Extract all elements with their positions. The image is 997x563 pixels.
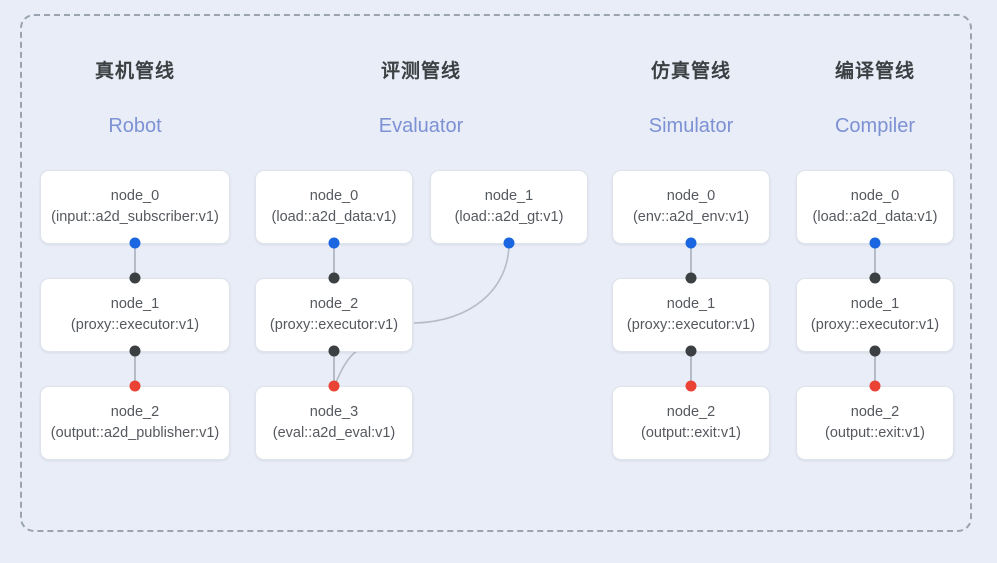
node-name: node_2 [850,404,900,420]
node-box[interactable]: node_2 (output::exit:v1) [612,386,770,460]
node-name: node_1 [484,188,534,204]
node-box[interactable]: node_2 (proxy::executor:v1) [255,278,413,352]
node-box[interactable]: node_2 (output::exit:v1) [796,386,954,460]
node-name: node_3 [309,404,359,420]
node-box-side[interactable]: node_1 (load::a2d_gt:v1) [430,170,588,244]
terminal-port-dot[interactable] [328,380,340,392]
output-port-dot[interactable] [869,237,881,249]
input-port-dot[interactable] [685,345,697,357]
input-port-dot[interactable] [869,345,881,357]
node-spec: (proxy::executor:v1) [626,317,756,333]
connector-line [134,242,136,278]
connector-line [874,350,876,386]
node-box[interactable]: node_1 (proxy::executor:v1) [40,278,230,352]
node-spec: (load::a2d_data:v1) [812,209,938,225]
node-name: node_2 [110,404,160,420]
node-name: node_0 [110,188,160,204]
node-box[interactable]: node_2 (output::a2d_publisher:v1) [40,386,230,460]
output-port-dot[interactable] [328,237,340,249]
terminal-port-dot[interactable] [685,380,697,392]
input-port-dot[interactable] [685,272,697,284]
input-port-dot[interactable] [869,272,881,284]
connector-line [333,242,335,278]
node-name: node_0 [309,188,359,204]
input-port-dot[interactable] [328,345,340,357]
connector-line [690,350,692,386]
node-box[interactable]: node_0 (load::a2d_data:v1) [255,170,413,244]
input-port-dot[interactable] [129,345,141,357]
node-spec: (output::exit:v1) [825,425,925,441]
node-spec: (proxy::executor:v1) [810,317,940,333]
node-spec: (proxy::executor:v1) [269,317,399,333]
node-name: node_2 [309,296,359,312]
node-box[interactable]: node_0 (env::a2d_env:v1) [612,170,770,244]
node-box[interactable]: node_1 (proxy::executor:v1) [612,278,770,352]
node-spec: (load::a2d_data:v1) [271,209,397,225]
node-name: node_0 [850,188,900,204]
node-spec: (load::a2d_gt:v1) [454,209,564,225]
node-name: node_0 [666,188,716,204]
connector-line [874,242,876,278]
node-spec: (eval::a2d_eval:v1) [272,425,396,441]
node-box[interactable]: node_0 (load::a2d_data:v1) [796,170,954,244]
node-spec: (input::a2d_subscriber:v1) [51,209,219,225]
node-box[interactable]: node_0 (input::a2d_subscriber:v1) [40,170,230,244]
output-port-dot[interactable] [685,237,697,249]
terminal-port-dot[interactable] [869,380,881,392]
connector-line [333,350,335,386]
node-name: node_2 [666,404,716,420]
node-spec: (output::exit:v1) [641,425,741,441]
connector-line [134,350,136,386]
node-spec: (env::a2d_env:v1) [632,209,750,225]
output-port-dot[interactable] [503,237,515,249]
node-name: node_1 [850,296,900,312]
node-spec: (output::a2d_publisher:v1) [50,425,220,441]
node-spec: (proxy::executor:v1) [70,317,200,333]
pipeline-group-frame [20,14,972,532]
node-name: node_1 [110,296,160,312]
output-port-dot[interactable] [129,237,141,249]
node-box[interactable]: node_3 (eval::a2d_eval:v1) [255,386,413,460]
input-port-dot[interactable] [129,272,141,284]
input-port-dot[interactable] [328,272,340,284]
terminal-port-dot[interactable] [129,380,141,392]
node-name: node_1 [666,296,716,312]
connector-line [690,242,692,278]
node-box[interactable]: node_1 (proxy::executor:v1) [796,278,954,352]
